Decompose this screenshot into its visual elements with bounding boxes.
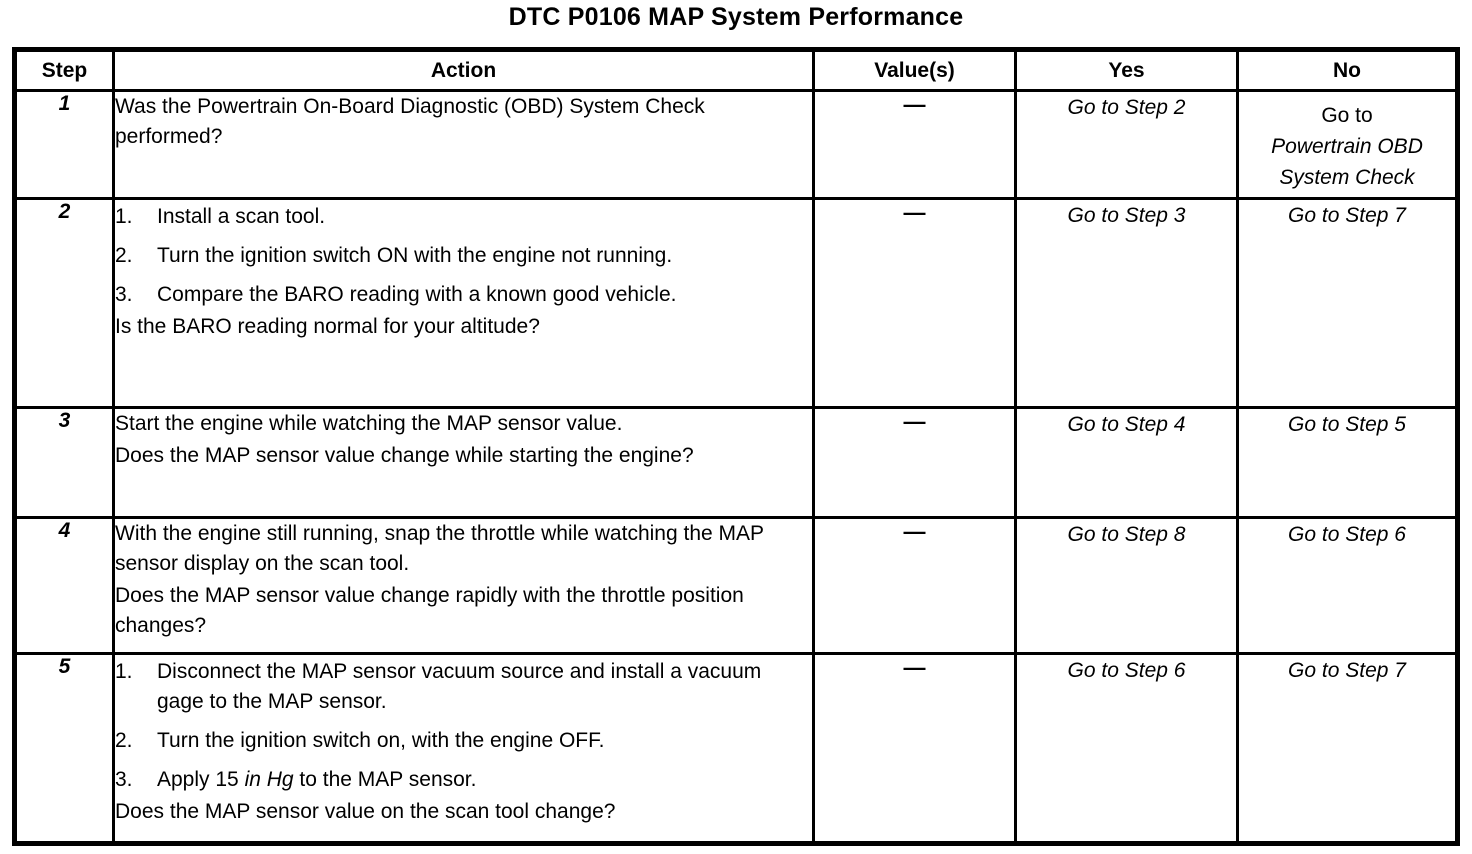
yes-line: Go to Step 8 xyxy=(1067,523,1186,546)
table-row: 3 Start the engine while watching the MA… xyxy=(13,406,1459,519)
no-result: Go to Powertrain OBD System Check xyxy=(1236,89,1459,200)
value-text: — xyxy=(812,89,1017,200)
action-text: 1. Disconnect the MAP sensor vacuum sour… xyxy=(112,652,815,845)
yes-line: Go to Step 2 xyxy=(1067,96,1186,119)
no-result: Go to Step 7 xyxy=(1236,652,1459,845)
list-marker: 2. xyxy=(115,729,133,752)
no-line: Go to Step 7 xyxy=(1288,204,1406,227)
list-item: 3. Compare the BARO reading with a known… xyxy=(115,280,812,310)
no-line-2: Powertrain OBD xyxy=(1271,135,1423,158)
action-step-list: 1. Disconnect the MAP sensor vacuum sour… xyxy=(115,657,812,795)
column-header-yes: Yes xyxy=(1014,48,1239,92)
list-text: Disconnect the MAP sensor vacuum source … xyxy=(157,660,762,713)
value-text: — xyxy=(812,197,1017,409)
table-row: 5 1. Disconnect the MAP sensor vacuum so… xyxy=(13,652,1459,845)
list-item: 3. Apply 15 in Hg to the MAP sensor. xyxy=(115,765,812,795)
action-text: Was the Powertrain On-Board Diagnostic (… xyxy=(112,89,815,200)
list-text: Compare the BARO reading with a known go… xyxy=(157,283,677,306)
list-item: 1. Disconnect the MAP sensor vacuum sour… xyxy=(115,657,812,717)
action-question: Does the MAP sensor value change rapidly… xyxy=(115,584,744,637)
yes-result: Go to Step 6 xyxy=(1014,652,1239,845)
yes-result: Go to Step 4 xyxy=(1014,406,1239,519)
value-text: — xyxy=(812,516,1017,655)
list-marker: 1. xyxy=(115,205,133,228)
step-number: 3 xyxy=(13,406,115,519)
list-item: 1. Install a scan tool. xyxy=(115,202,812,232)
list-item: 2. Turn the ignition switch on, with the… xyxy=(115,726,812,756)
column-header-value: Value(s) xyxy=(812,48,1017,92)
column-header-action: Action xyxy=(112,48,815,92)
yes-line: Go to Step 4 xyxy=(1067,413,1186,436)
action-step-list: 1. Install a scan tool. 2. Turn the igni… xyxy=(115,202,812,310)
value-text: — xyxy=(812,406,1017,519)
yes-line: Go to Step 6 xyxy=(1067,659,1186,682)
table-header-row: Step Action Value(s) Yes No xyxy=(13,48,1459,92)
page-title: DTC P0106 MAP System Performance xyxy=(508,3,964,31)
list-marker: 3. xyxy=(115,283,133,306)
yes-line: Go to Step 3 xyxy=(1067,204,1186,227)
step-number: 1 xyxy=(13,89,115,200)
step-number: 4 xyxy=(13,516,115,655)
yes-result: Go to Step 8 xyxy=(1014,516,1239,655)
no-line-3: System Check xyxy=(1279,166,1415,189)
no-result: Go to Step 6 xyxy=(1236,516,1459,655)
list-marker: 3. xyxy=(115,768,133,791)
list-text: Install a scan tool. xyxy=(157,205,326,228)
no-line: Go to Step 6 xyxy=(1288,523,1406,546)
table-row: 4 With the engine still running, snap th… xyxy=(13,516,1459,655)
list-marker: 1. xyxy=(115,660,133,683)
no-result: Go to Step 7 xyxy=(1236,197,1459,409)
action-question: Does the MAP sensor value change while s… xyxy=(115,444,694,467)
no-line: Go to Step 5 xyxy=(1288,413,1406,436)
yes-result: Go to Step 3 xyxy=(1014,197,1239,409)
list-item: 2. Turn the ignition switch ON with the … xyxy=(115,241,812,271)
list-marker: 2. xyxy=(115,244,133,267)
diagnostic-table: Step Action Value(s) Yes No 1 Was the Po… xyxy=(12,47,1460,846)
step-number: 5 xyxy=(13,652,115,845)
no-line: Go to Step 7 xyxy=(1288,659,1406,682)
table-row: 1 Was the Powertrain On-Board Diagnostic… xyxy=(13,89,1459,200)
no-result: Go to Step 5 xyxy=(1236,406,1459,519)
list-text: Apply 15 in Hg to the MAP sensor. xyxy=(157,768,477,791)
yes-result: Go to Step 2 xyxy=(1014,89,1239,200)
column-header-step: Step xyxy=(13,48,115,92)
value-text: — xyxy=(812,652,1017,845)
unit-emphasis: in Hg xyxy=(244,768,294,791)
column-header-no: No xyxy=(1236,48,1459,92)
action-line: Start the engine while watching the MAP … xyxy=(115,412,623,435)
list-text: Turn the ignition switch ON with the eng… xyxy=(157,244,673,267)
table-row: 2 1. Install a scan tool. 2. Turn the ig… xyxy=(13,197,1459,409)
list-text: Turn the ignition switch on, with the en… xyxy=(157,729,605,752)
action-text: Start the engine while watching the MAP … xyxy=(112,406,815,519)
action-line: Was the Powertrain On-Board Diagnostic (… xyxy=(115,95,705,148)
action-text: 1. Install a scan tool. 2. Turn the igni… xyxy=(112,197,815,409)
action-question: Does the MAP sensor value on the scan to… xyxy=(115,800,616,823)
action-line: With the engine still running, snap the … xyxy=(115,522,764,575)
no-line-1: Go to xyxy=(1321,104,1373,127)
action-question: Is the BARO reading normal for your alti… xyxy=(115,315,540,338)
action-text: With the engine still running, snap the … xyxy=(112,516,815,655)
step-number: 2 xyxy=(13,197,115,409)
